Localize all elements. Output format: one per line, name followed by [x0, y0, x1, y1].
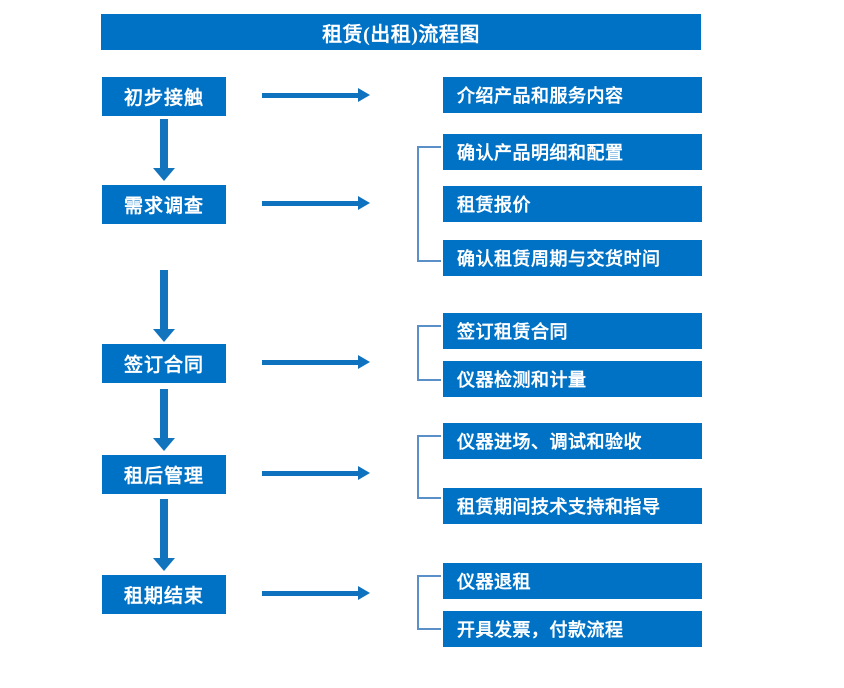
arrow-shaft — [262, 471, 359, 476]
detail-box-5-1[interactable]: 仪器退租 — [443, 563, 702, 599]
detail-box-5-2[interactable]: 开具发票，付款流程 — [443, 611, 702, 647]
arrow-head — [153, 438, 175, 451]
arrow-shaft — [262, 591, 359, 596]
arrow-shaft — [160, 270, 168, 329]
down-arrow-icon-1 — [153, 119, 175, 181]
detail-box-4-1[interactable]: 仪器进场、调试和验收 — [443, 423, 702, 459]
arrow-head — [358, 466, 370, 480]
detail-box-4-2[interactable]: 租赁期间技术支持和指导 — [443, 488, 702, 524]
bracket-icon-3 — [417, 325, 441, 381]
arrow-head — [153, 329, 175, 342]
arrow-shaft — [262, 201, 359, 206]
right-arrow-icon-5 — [262, 586, 370, 600]
bracket-icon-4 — [417, 435, 441, 499]
stage-box-2[interactable]: 需求调查 — [102, 185, 226, 224]
stage-box-3[interactable]: 签订合同 — [102, 344, 226, 383]
right-arrow-icon-1 — [262, 88, 370, 102]
arrow-shaft — [262, 360, 359, 365]
diagram-title: 租赁(出租)流程图 — [101, 14, 701, 50]
detail-box-1-1[interactable]: 介绍产品和服务内容 — [443, 77, 702, 113]
arrow-shaft — [160, 389, 168, 438]
arrow-head — [153, 168, 175, 181]
detail-box-3-1[interactable]: 签订租赁合同 — [443, 313, 702, 349]
right-arrow-icon-2 — [262, 196, 370, 210]
right-arrow-icon-3 — [262, 355, 370, 369]
detail-box-2-2[interactable]: 租赁报价 — [443, 186, 702, 222]
down-arrow-icon-3 — [153, 389, 175, 451]
arrow-head — [153, 558, 175, 571]
stage-box-5[interactable]: 租期结束 — [102, 575, 226, 614]
detail-box-2-1[interactable]: 确认产品明细和配置 — [443, 134, 702, 170]
down-arrow-icon-2 — [153, 270, 175, 342]
arrow-shaft — [160, 119, 168, 168]
bracket-icon-5 — [417, 575, 441, 630]
stage-box-1[interactable]: 初步接触 — [102, 77, 226, 116]
down-arrow-icon-4 — [153, 499, 175, 571]
right-arrow-icon-4 — [262, 466, 370, 480]
arrow-shaft — [160, 499, 168, 558]
arrow-shaft — [262, 93, 359, 98]
detail-box-2-3[interactable]: 确认租赁周期与交货时间 — [443, 240, 702, 276]
detail-box-3-2[interactable]: 仪器检测和计量 — [443, 361, 702, 397]
arrow-head — [358, 88, 370, 102]
arrow-head — [358, 355, 370, 369]
arrow-head — [358, 196, 370, 210]
stage-box-4[interactable]: 租后管理 — [102, 455, 226, 494]
arrow-head — [358, 586, 370, 600]
bracket-icon-2 — [417, 146, 441, 262]
